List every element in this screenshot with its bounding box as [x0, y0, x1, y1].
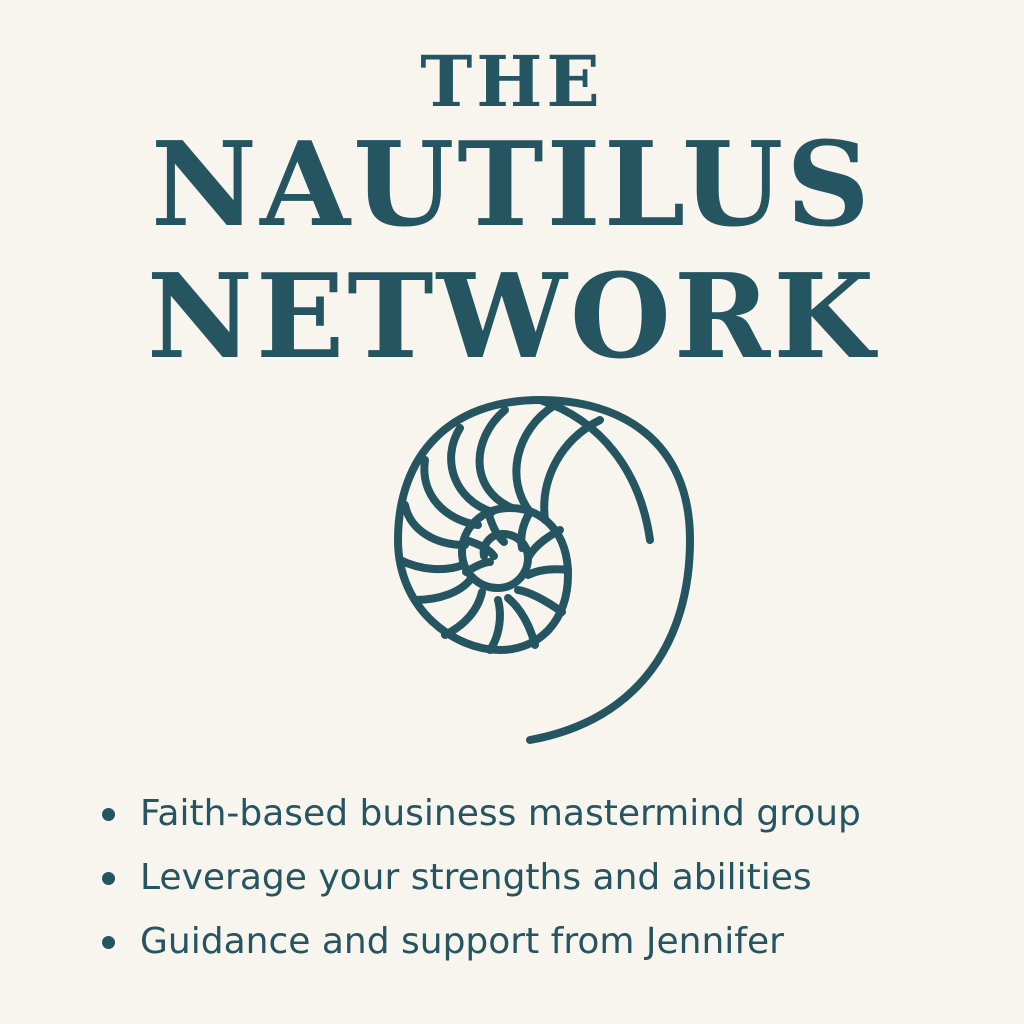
- list-item: Faith-based business mastermind group: [100, 782, 1000, 846]
- list-item: Guidance and support from Jennifer: [100, 910, 1000, 974]
- list-item: Leverage your strengths and abilities: [100, 846, 1000, 910]
- feature-list: Faith-based business mastermind group Le…: [100, 782, 1000, 974]
- shell-aperture: [536, 396, 654, 544]
- title-nautilus: NAUTILUS: [151, 117, 873, 253]
- title-the: THE: [420, 40, 604, 123]
- shell-chambers: [396, 401, 604, 654]
- title-network: NETWORK: [146, 249, 878, 385]
